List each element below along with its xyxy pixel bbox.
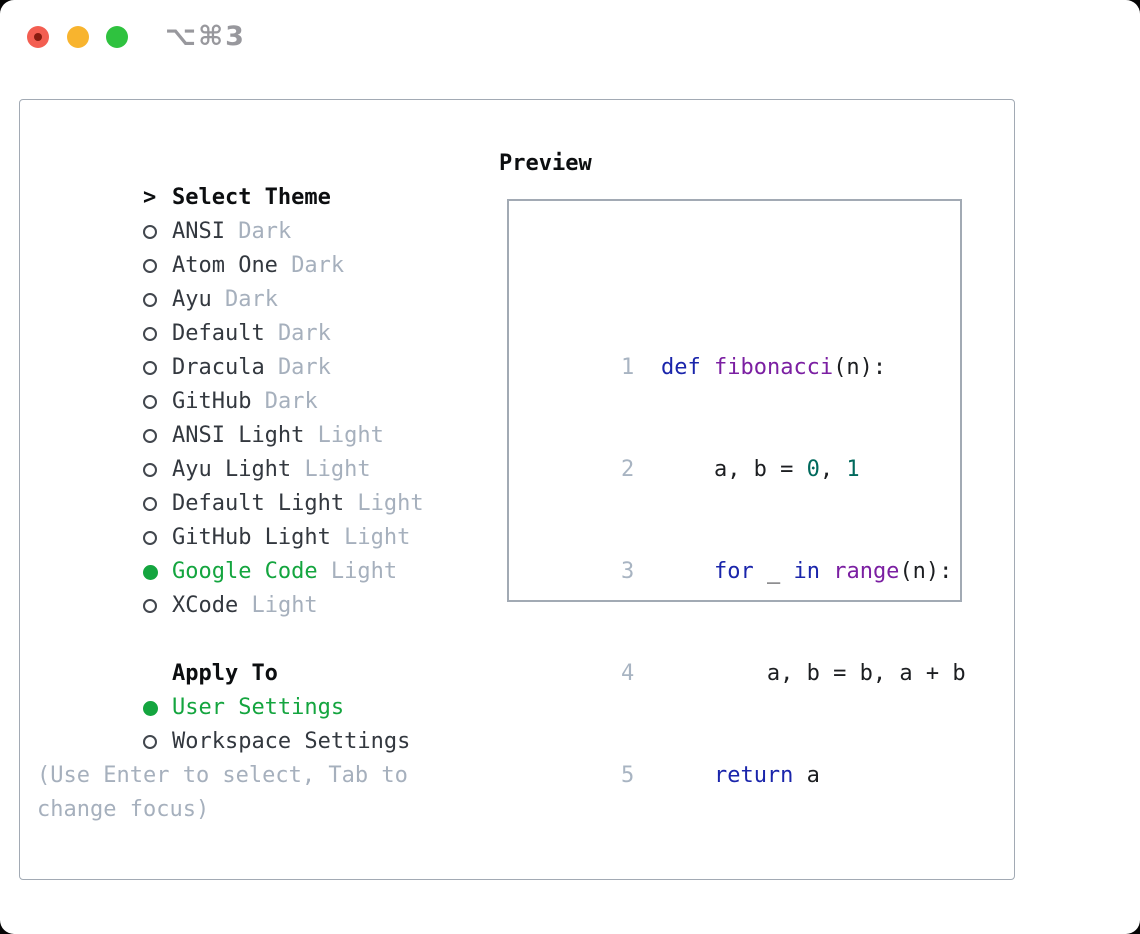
- preview-title: Preview: [499, 151, 592, 176]
- line-number: 5: [620, 763, 635, 788]
- theme-option-github-dark[interactable]: GitHub Dark: [20, 351, 498, 414]
- spacer-row: [515, 861, 960, 895]
- theme-option-google-code-light[interactable]: Google Code Light: [20, 521, 498, 584]
- radio-unselected-icon: [142, 395, 157, 409]
- theme-variant: Light: [330, 559, 398, 584]
- zoom-button[interactable]: [106, 26, 128, 48]
- theme-list-title: Select Theme: [171, 185, 331, 210]
- line-number: 2: [620, 457, 635, 482]
- radio-unselected-icon: [142, 327, 157, 341]
- theme-variant: Dark: [291, 253, 345, 278]
- theme-option-default-light[interactable]: Default Light Light: [20, 453, 498, 516]
- apply-to-header: Apply To: [20, 623, 498, 686]
- theme-name: Dracula: [171, 355, 265, 380]
- theme-option-default-dark[interactable]: Default Dark: [20, 283, 498, 346]
- theme-variant: Light: [344, 525, 411, 550]
- dialog-panel: > Select Theme ANSI Dark Atom One Dark Ay…: [19, 99, 1015, 880]
- line-number: 3: [620, 559, 635, 584]
- radio-unselected-icon: [142, 259, 157, 273]
- apply-option-user-settings[interactable]: User Settings: [20, 657, 498, 720]
- radio-selected-icon: [142, 701, 158, 716]
- help-text-line-1: (Use Enter to select, Tab to: [37, 763, 408, 788]
- radio-unselected-icon: [142, 599, 157, 613]
- titlebar: ⌥⌘3: [0, 0, 1140, 75]
- radio-unselected-icon: [142, 429, 157, 443]
- theme-option-ayu-dark[interactable]: Ayu Dark: [20, 249, 498, 312]
- line-number: 4: [620, 661, 635, 686]
- theme-name: ANSI Light: [171, 423, 305, 448]
- radio-unselected-icon: [142, 531, 157, 545]
- theme-variant: Light: [357, 491, 424, 516]
- theme-variant: Dark: [277, 321, 331, 346]
- theme-variant: Dark: [238, 219, 292, 244]
- radio-selected-icon: [142, 565, 158, 580]
- minimize-button[interactable]: [67, 26, 89, 48]
- theme-option-atom-one-dark[interactable]: Atom One Dark: [20, 215, 498, 278]
- theme-name: Ayu: [171, 287, 212, 312]
- code-line: 3 for _ in range(n):: [515, 521, 960, 584]
- apply-to-title: Apply To: [171, 661, 278, 686]
- line-number: 1: [620, 355, 635, 380]
- help-text-line-2: change focus): [37, 797, 210, 822]
- radio-unselected-icon: [142, 293, 157, 307]
- theme-name: Default Light: [171, 491, 345, 516]
- cursor-icon: >: [142, 185, 157, 210]
- theme-option-xcode-light[interactable]: XCode Light: [20, 555, 498, 618]
- code-line: 2 a, b = 0, 1: [515, 419, 960, 482]
- theme-variant: Light: [304, 457, 371, 482]
- radio-unselected-icon: [142, 225, 157, 239]
- theme-name: GitHub: [171, 389, 252, 414]
- theme-option-github-light[interactable]: GitHub Light Light: [20, 487, 498, 550]
- theme-name: XCode: [171, 593, 239, 618]
- theme-name: ANSI: [171, 219, 225, 244]
- theme-option-dracula-dark[interactable]: Dracula Dark: [20, 317, 498, 380]
- theme-name: Google Code: [171, 559, 318, 584]
- theme-name: Atom One: [171, 253, 278, 278]
- apply-option-label: User Settings: [171, 695, 345, 720]
- theme-name: Ayu Light: [171, 457, 292, 482]
- radio-unselected-icon: [142, 497, 157, 511]
- theme-list: > Select Theme ANSI Dark Atom One Dark Ay…: [20, 147, 498, 827]
- code-line: 5 return a: [515, 725, 960, 788]
- theme-variant: Light: [317, 423, 384, 448]
- modified-indicator-icon: [34, 33, 42, 41]
- theme-name: GitHub Light: [171, 525, 331, 550]
- radio-unselected-icon: [142, 463, 157, 477]
- theme-option-ayu-light[interactable]: Ayu Light Light: [20, 419, 498, 482]
- theme-name: Default: [171, 321, 265, 346]
- radio-unselected-icon: [142, 361, 157, 375]
- theme-variant: Dark: [224, 287, 278, 312]
- close-button[interactable]: [27, 26, 49, 48]
- theme-variant: Dark: [277, 355, 331, 380]
- theme-variant: Light: [251, 593, 318, 618]
- radio-unselected-icon: [142, 735, 157, 749]
- apply-option-workspace-settings[interactable]: Workspace Settings: [20, 691, 498, 754]
- theme-variant: Dark: [264, 389, 318, 414]
- theme-option-ansi-light[interactable]: ANSI Light Light: [20, 385, 498, 448]
- theme-option-ansi-dark[interactable]: ANSI Dark: [20, 181, 498, 244]
- code-line: 4 a, b = b, a + b: [515, 623, 966, 686]
- window-shortcut-label: ⌥⌘3: [165, 21, 246, 52]
- apply-option-label: Workspace Settings: [171, 729, 411, 754]
- theme-list-header[interactable]: > Select Theme: [20, 147, 498, 210]
